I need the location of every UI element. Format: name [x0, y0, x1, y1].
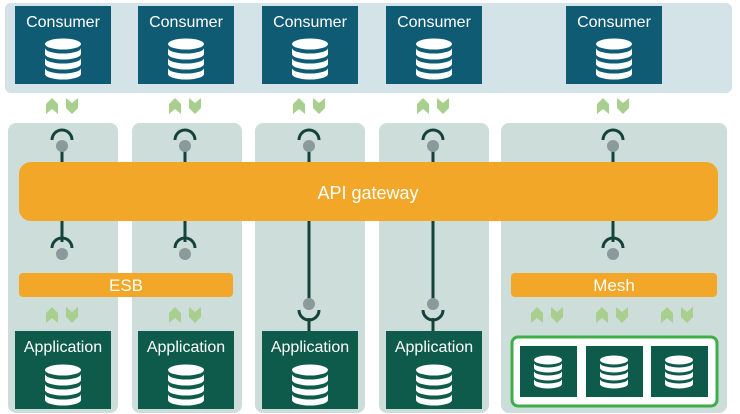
esb-bar: [19, 273, 233, 297]
application-label: Application: [395, 339, 473, 356]
consumer-label: Consumer: [26, 14, 100, 31]
consumer-label: Consumer: [273, 14, 347, 31]
mesh-service-group: [510, 335, 719, 408]
application-box-4: Application: [386, 331, 482, 409]
bidirectional-arrows-icon: [46, 98, 78, 114]
esb-label: ESB: [109, 276, 143, 295]
consumer-box-5: Consumer: [566, 6, 662, 84]
consumer-box-4: Consumer: [386, 6, 482, 84]
application-label: Application: [24, 339, 102, 356]
consumer-label: Consumer: [397, 14, 471, 31]
consumer-label: Consumer: [577, 14, 651, 31]
application-label: Application: [271, 339, 349, 356]
bidirectional-arrows-icon: [597, 98, 629, 114]
bidirectional-arrows-icon: [293, 98, 325, 114]
application-box-3: Application: [262, 331, 358, 409]
mesh-bar: [511, 273, 717, 297]
api-gateway-label: API gateway: [317, 183, 418, 203]
api-gateway-bar: [19, 162, 718, 221]
application-label: Application: [147, 339, 225, 356]
bidirectional-arrows-icon: [169, 98, 201, 114]
bidirectional-arrows-icon: [417, 98, 449, 114]
application-box-1: Application: [15, 331, 111, 409]
mesh-label: Mesh: [593, 276, 635, 295]
consumer-label: Consumer: [149, 14, 223, 31]
consumer-box-1: Consumer: [15, 6, 111, 84]
consumer-box-3: Consumer: [262, 6, 358, 84]
consumer-box-2: Consumer: [138, 6, 234, 84]
application-box-2: Application: [138, 331, 234, 409]
